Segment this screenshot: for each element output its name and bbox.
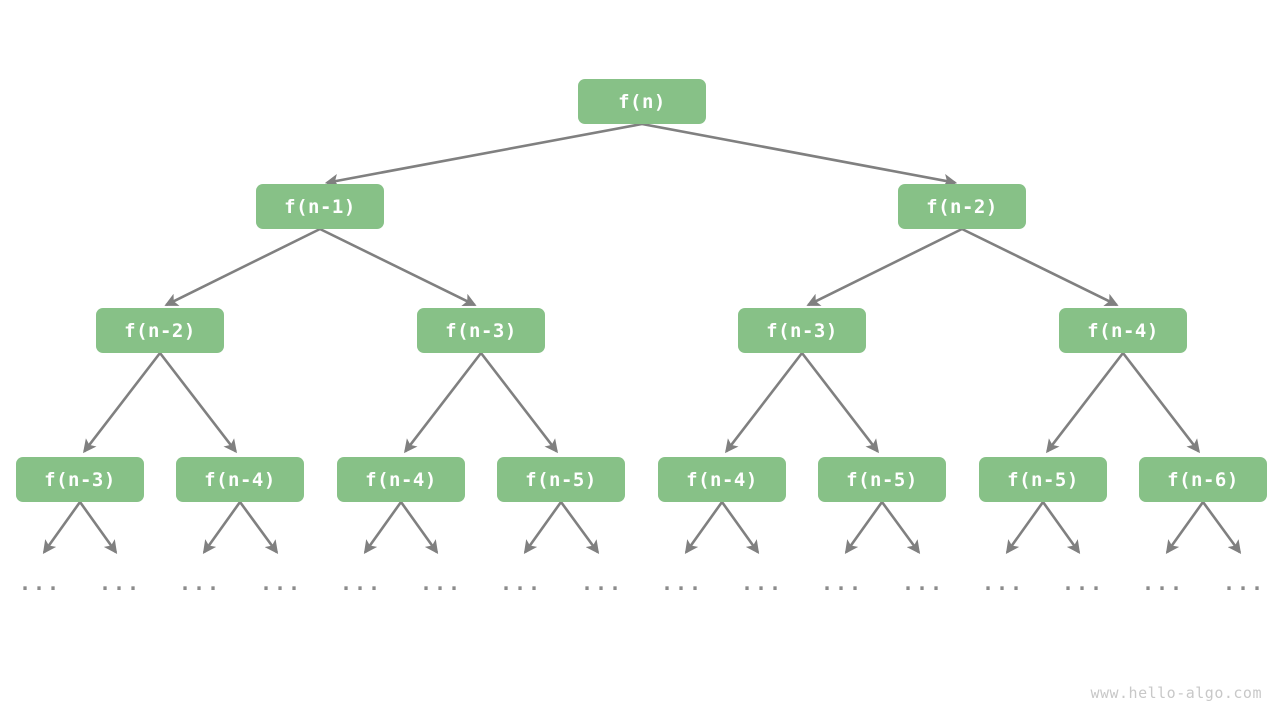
tree-ellipsis: ... — [339, 571, 383, 595]
tree-edge — [164, 227, 321, 307]
tree-edge — [844, 501, 884, 554]
tree-edge — [800, 352, 880, 454]
tree-edge — [1005, 501, 1045, 554]
tree-edge — [523, 501, 563, 554]
tree-ellipsis: ... — [18, 571, 62, 595]
tree-ellipsis: ... — [660, 571, 704, 595]
tree-node: f(n-4) — [176, 457, 304, 502]
tree-edge — [806, 227, 963, 307]
tree-edge — [724, 352, 804, 454]
tree-edge — [641, 122, 958, 188]
tree-edge — [82, 352, 162, 454]
tree-node: f(n-6) — [1139, 457, 1267, 502]
tree-edge — [324, 122, 643, 188]
tree-ellipsis: ... — [820, 571, 864, 595]
tree-node: f(n-4) — [1059, 308, 1187, 353]
tree-node: f(n-5) — [497, 457, 625, 502]
tree-ellipsis: ... — [1061, 571, 1105, 595]
tree-ellipsis: ... — [98, 571, 142, 595]
tree-ellipsis: ... — [178, 571, 222, 595]
tree-edge — [961, 227, 1119, 307]
tree-edge — [684, 501, 724, 554]
tree-ellipsis: ... — [259, 571, 303, 595]
tree-node: f(n-4) — [658, 457, 786, 502]
tree-edge — [1165, 501, 1205, 554]
tree-edge — [559, 501, 600, 555]
tree-ellipsis: ... — [419, 571, 463, 595]
tree-ellipsis: ... — [580, 571, 624, 595]
tree-edge — [1045, 352, 1125, 454]
tree-node: f(n-2) — [96, 308, 224, 353]
tree-edge — [880, 501, 921, 555]
tree-ellipsis: ... — [981, 571, 1025, 595]
watermark-label: www.hello-algo.com — [1090, 684, 1262, 702]
tree-edge — [1121, 352, 1201, 454]
tree-edge — [238, 501, 279, 555]
tree-edge — [720, 501, 760, 554]
tree-ellipsis: ... — [901, 571, 945, 595]
tree-edge — [202, 501, 242, 554]
tree-edge — [479, 352, 559, 454]
tree-node: f(n) — [578, 79, 706, 124]
tree-node: f(n-3) — [738, 308, 866, 353]
tree-ellipsis: ... — [499, 571, 543, 595]
tree-node: f(n-4) — [337, 457, 465, 502]
tree-ellipsis: ... — [1141, 571, 1185, 595]
tree-edge — [78, 501, 118, 554]
tree-ellipsis: ... — [740, 571, 784, 595]
tree-edge — [158, 352, 238, 454]
tree-node: f(n-5) — [818, 457, 946, 502]
tree-edge — [1041, 501, 1081, 554]
tree-edge — [399, 501, 439, 554]
tree-edge — [319, 227, 477, 307]
tree-node: f(n-3) — [417, 308, 545, 353]
tree-node: f(n-3) — [16, 457, 144, 502]
tree-node: f(n-2) — [898, 184, 1026, 229]
tree-edge — [1201, 501, 1242, 555]
tree-node: f(n-5) — [979, 457, 1107, 502]
tree-node: f(n-1) — [256, 184, 384, 229]
tree-edge — [363, 501, 403, 554]
tree-ellipsis: ... — [1222, 571, 1266, 595]
tree-edge — [42, 501, 82, 554]
tree-edge — [403, 352, 483, 454]
